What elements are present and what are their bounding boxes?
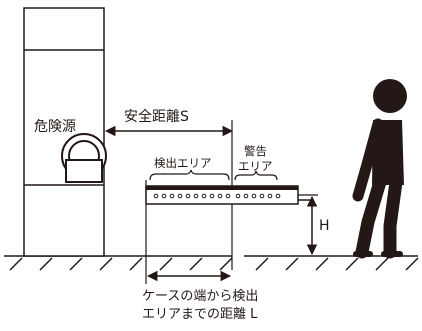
hazard-icon	[61, 133, 107, 183]
caption-line-1: ケースの端から検出	[142, 289, 258, 304]
warning-area-label-line2: エリア	[238, 159, 273, 173]
detection-area-brace	[149, 169, 230, 181]
warning-area-label-line1: 警告	[244, 144, 267, 158]
warning-area-brace	[234, 170, 278, 181]
ground	[4, 255, 419, 271]
hazard-label: 危険源	[34, 119, 76, 135]
light-curtain-sensor	[145, 185, 310, 205]
safety-distance-label: 安全距離S	[124, 108, 189, 125]
height-label: H	[319, 218, 330, 234]
machine-cabinet	[23, 7, 105, 257]
person-icon	[352, 79, 407, 259]
caption-line-2: エリアまでの距離 L	[142, 307, 258, 322]
detection-area-label: 検出エリア	[154, 156, 212, 170]
